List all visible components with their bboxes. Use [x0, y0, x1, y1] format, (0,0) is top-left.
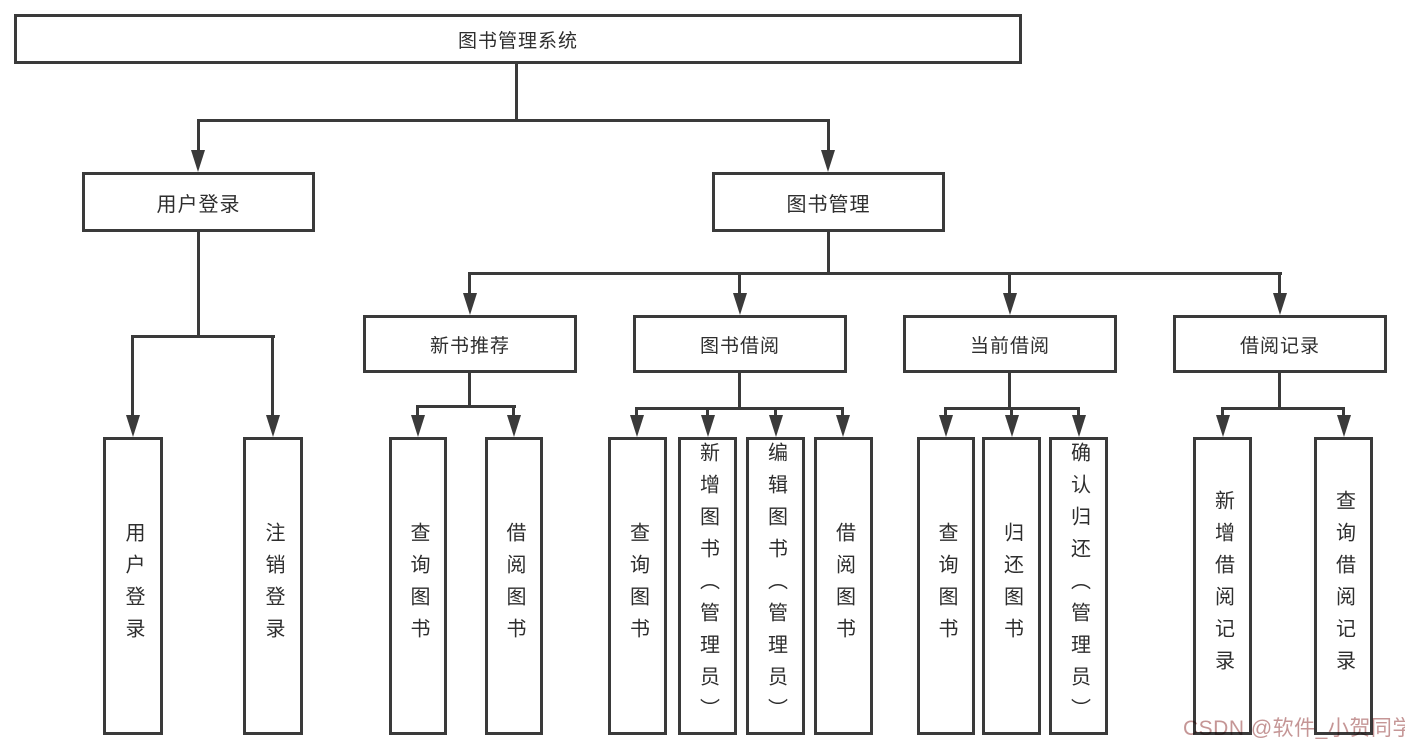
arrowhead-icon: [769, 415, 783, 437]
connector-line: [468, 272, 1282, 275]
connector-line: [635, 407, 844, 410]
user-login-node-box: 用户登录: [82, 172, 315, 232]
leaf-cb-query-books-box: 查询图书: [917, 437, 975, 735]
leaf-bb-edit-books-admin-box: 编辑图书（管理员）: [746, 437, 805, 735]
connector-line: [1010, 407, 1013, 417]
arrowhead-icon: [630, 415, 644, 437]
arrowhead-icon: [1005, 415, 1019, 437]
leaf-bb-add-books-admin-label: 新增图书（管理员）: [696, 442, 719, 730]
connector-line: [197, 119, 830, 122]
connector-line: [512, 405, 515, 417]
arrowhead-icon: [507, 415, 521, 437]
connector-line: [515, 64, 518, 121]
connector-line: [468, 373, 471, 407]
current-borrow-node-box: 当前借阅: [903, 315, 1117, 373]
connector-line: [706, 407, 709, 417]
leaf-cb-return-books-box: 归还图书: [982, 437, 1041, 735]
connector-line: [774, 407, 777, 417]
arrowhead-icon: [733, 293, 747, 315]
arrowhead-icon: [836, 415, 850, 437]
borrow-record-node-label: 借阅记录: [1239, 335, 1320, 357]
connector-line: [1221, 407, 1224, 417]
connector-line: [416, 405, 419, 417]
leaf-bb-query-books-label: 查询图书: [626, 522, 649, 650]
new-book-recommend-node-box: 新书推荐: [363, 315, 577, 373]
connector-line: [1278, 373, 1281, 409]
leaf-user-login-box: 用户登录: [103, 437, 163, 735]
connector-line: [827, 232, 830, 274]
current-borrow-node-label: 当前借阅: [969, 335, 1050, 357]
connector-line: [1278, 272, 1281, 296]
connector-line: [1077, 407, 1080, 417]
connector-line: [131, 335, 134, 417]
leaf-user-login-label: 用户登录: [122, 522, 144, 650]
arrowhead-icon: [1273, 293, 1287, 315]
new-book-recommend-node-label: 新书推荐: [429, 335, 510, 357]
leaf-cb-confirm-return-admin-label: 确认归还（管理员）: [1067, 442, 1090, 730]
root-node-box: 图书管理系统: [14, 14, 1022, 64]
arrowhead-icon: [1337, 415, 1351, 437]
connector-line: [1008, 272, 1011, 296]
arrowhead-icon: [463, 293, 477, 315]
connector-line: [738, 272, 741, 296]
leaf-bb-query-books-box: 查询图书: [608, 437, 667, 735]
book-management-node-box: 图书管理: [712, 172, 945, 232]
leaf-logout-label: 注销登录: [262, 522, 284, 650]
book-borrow-node-box: 图书借阅: [633, 315, 847, 373]
root-node-label: 图书管理系统: [457, 30, 578, 52]
leaf-cb-return-books-label: 归还图书: [1000, 522, 1023, 650]
arrowhead-icon: [411, 415, 425, 437]
leaf-cb-confirm-return-admin-box: 确认归还（管理员）: [1049, 437, 1108, 735]
arrowhead-icon: [1216, 415, 1230, 437]
leaf-br-add-record-label: 新增借阅记录: [1211, 490, 1234, 682]
connector-line: [635, 407, 638, 417]
connector-line: [271, 335, 274, 417]
connector-line: [827, 119, 830, 152]
borrow-record-node-box: 借阅记录: [1173, 315, 1387, 373]
leaf-nbr-query-books-label: 查询图书: [407, 522, 429, 650]
leaf-bb-add-books-admin-box: 新增图书（管理员）: [678, 437, 737, 735]
connector-line: [468, 272, 471, 296]
arrowhead-icon: [701, 415, 715, 437]
arrowhead-icon: [1003, 293, 1017, 315]
arrowhead-icon: [266, 415, 280, 437]
connector-line: [1221, 407, 1344, 410]
book-management-node-label: 图书管理: [786, 193, 871, 216]
leaf-br-query-record-label: 查询借阅记录: [1332, 490, 1355, 682]
connector-line: [738, 373, 741, 409]
arrowhead-icon: [126, 415, 140, 437]
leaf-nbr-borrow-books-box: 借阅图书: [485, 437, 543, 735]
connector-line: [197, 119, 200, 152]
leaf-nbr-query-books-box: 查询图书: [389, 437, 447, 735]
book-borrow-node-label: 图书借阅: [699, 335, 780, 357]
arrowhead-icon: [939, 415, 953, 437]
leaf-logout-box: 注销登录: [243, 437, 303, 735]
arrowhead-icon: [821, 150, 835, 172]
connector-line: [197, 232, 200, 337]
leaf-nbr-borrow-books-label: 借阅图书: [503, 522, 525, 650]
connector-line: [416, 405, 516, 408]
connector-line: [131, 335, 275, 338]
leaf-bb-edit-books-admin-label: 编辑图书（管理员）: [764, 442, 787, 730]
connector-line: [1008, 373, 1011, 409]
user-login-node-label: 用户登录: [156, 193, 241, 216]
leaf-bb-borrow-books-label: 借阅图书: [832, 522, 855, 650]
arrowhead-icon: [191, 150, 205, 172]
connector-line: [944, 407, 947, 417]
connector-line: [841, 407, 844, 417]
leaf-br-query-record-box: 查询借阅记录: [1314, 437, 1373, 735]
leaf-br-add-record-box: 新增借阅记录: [1193, 437, 1252, 735]
csdn-watermark: CSDN @软件_小贺同学: [1183, 717, 1405, 740]
leaf-cb-query-books-label: 查询图书: [935, 522, 957, 650]
leaf-bb-borrow-books-box: 借阅图书: [814, 437, 873, 735]
arrowhead-icon: [1072, 415, 1086, 437]
connector-line: [1342, 407, 1345, 417]
